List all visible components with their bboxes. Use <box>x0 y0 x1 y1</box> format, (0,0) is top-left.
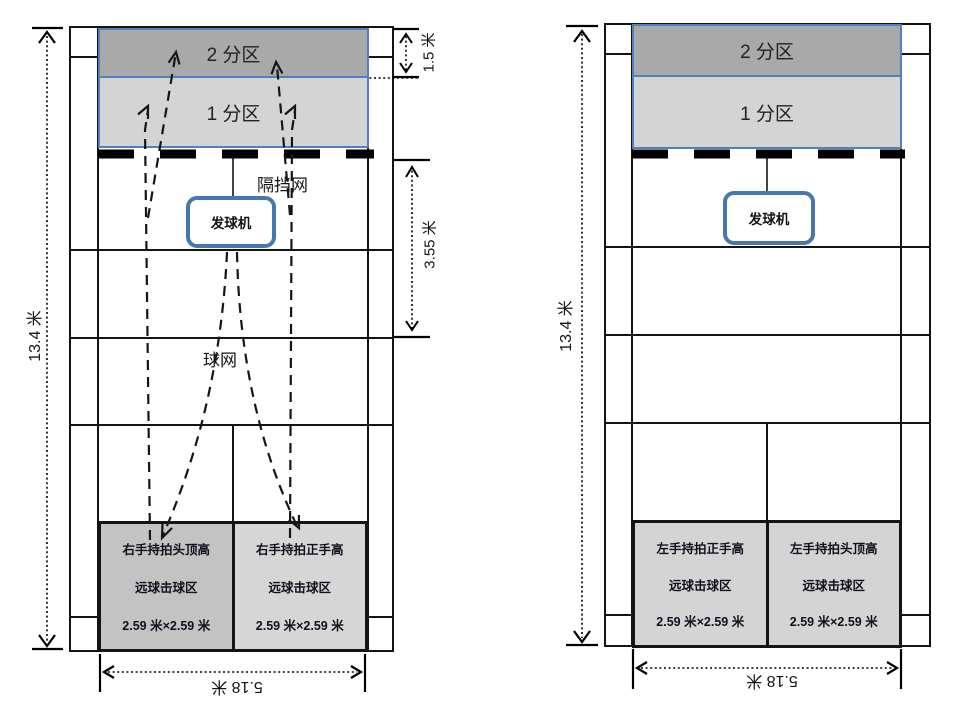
right-zone-2: 2 分区 <box>634 26 900 77</box>
barrier-net-label: 隔挡网 <box>257 176 308 195</box>
left-court-height-dimension: 13.4 米 <box>27 310 44 362</box>
left-zone-2: 2 分区 <box>100 30 367 78</box>
hit-zone-text-line3: 2.59 米×2.59 米 <box>255 619 344 633</box>
left-court-width-dimension: 5.18 米 <box>211 678 263 695</box>
right-zone-1: 1 分区 <box>634 77 900 147</box>
net-label: 球网 <box>203 351 237 370</box>
left-zone-2-label: 2 分区 <box>206 44 261 66</box>
left-serving-machine: 发球机 <box>186 196 276 248</box>
right-zone-2-label: 2 分区 <box>740 42 794 63</box>
right-court-height-dimension: 13.4 米 <box>558 300 575 352</box>
zone2-depth-dimension: 1.5 米 <box>420 32 438 73</box>
hit-zone-text-line1: 右手持拍正手高 <box>255 543 344 557</box>
hit-zone-text-line2: 远球击球区 <box>134 581 198 595</box>
hit-zone-text-line2: 远球击球区 <box>802 578 865 593</box>
left-dimension-lines <box>32 26 430 692</box>
right-court-hitting-zones: 左手持拍正手高 远球击球区 2.59 米×2.59 米 左手持拍头顶高 远球击球… <box>632 520 902 648</box>
right-dimension-lines <box>566 24 903 689</box>
right-court-target-zones: 2 分区 1 分区 <box>632 24 902 149</box>
hit-zone-text-line2: 远球击球区 <box>268 581 331 595</box>
hit-zone-left-hand-forehand: 左手持拍正手高 远球击球区 2.59 米×2.59 米 <box>635 523 766 645</box>
left-court-hitting-zones: 右手持拍头顶高 远球击球区 2.59 米×2.59 米 右手持拍正手高 远球击球… <box>98 521 368 652</box>
left-serving-machine-label: 发球机 <box>210 216 252 231</box>
right-court-width-dimension: 5.18 米 <box>746 672 798 689</box>
hit-zone-text-line1: 右手持拍头顶高 <box>122 543 210 557</box>
hit-zone-text-line3: 2.59 米×2.59 米 <box>656 615 745 629</box>
hit-zone-text-line2: 远球击球区 <box>668 578 732 593</box>
hit-zone-right-hand-overhead: 右手持拍头顶高 远球击球区 2.59 米×2.59 米 <box>101 524 232 649</box>
right-zone-1-label: 1 分区 <box>740 103 794 125</box>
hit-zone-text-line1: 左手持拍正手高 <box>656 542 744 556</box>
right-serving-machine: 发球机 <box>723 191 815 245</box>
right-serving-machine-label: 发球机 <box>748 212 790 227</box>
hit-zone-text-line1: 左手持拍头顶高 <box>789 542 878 556</box>
hit-zone-left-hand-overhead: 左手持拍头顶高 远球击球区 2.59 米×2.59 米 <box>765 523 899 645</box>
left-zone-1: 1 分区 <box>100 78 367 146</box>
hit-zone-text-line3: 2.59 米×2.59 米 <box>122 619 211 633</box>
hit-zone-text-line3: 2.59 米×2.59 米 <box>789 615 878 629</box>
left-zone-1-label: 1 分区 <box>206 103 261 125</box>
hit-zone-right-hand-forehand: 右手持拍正手高 远球击球区 2.59 米×2.59 米 <box>231 524 365 649</box>
left-court-target-zones: 2 分区 1 分区 <box>98 28 369 148</box>
barrier-to-net-dimension: 3.55 米 <box>421 220 439 269</box>
